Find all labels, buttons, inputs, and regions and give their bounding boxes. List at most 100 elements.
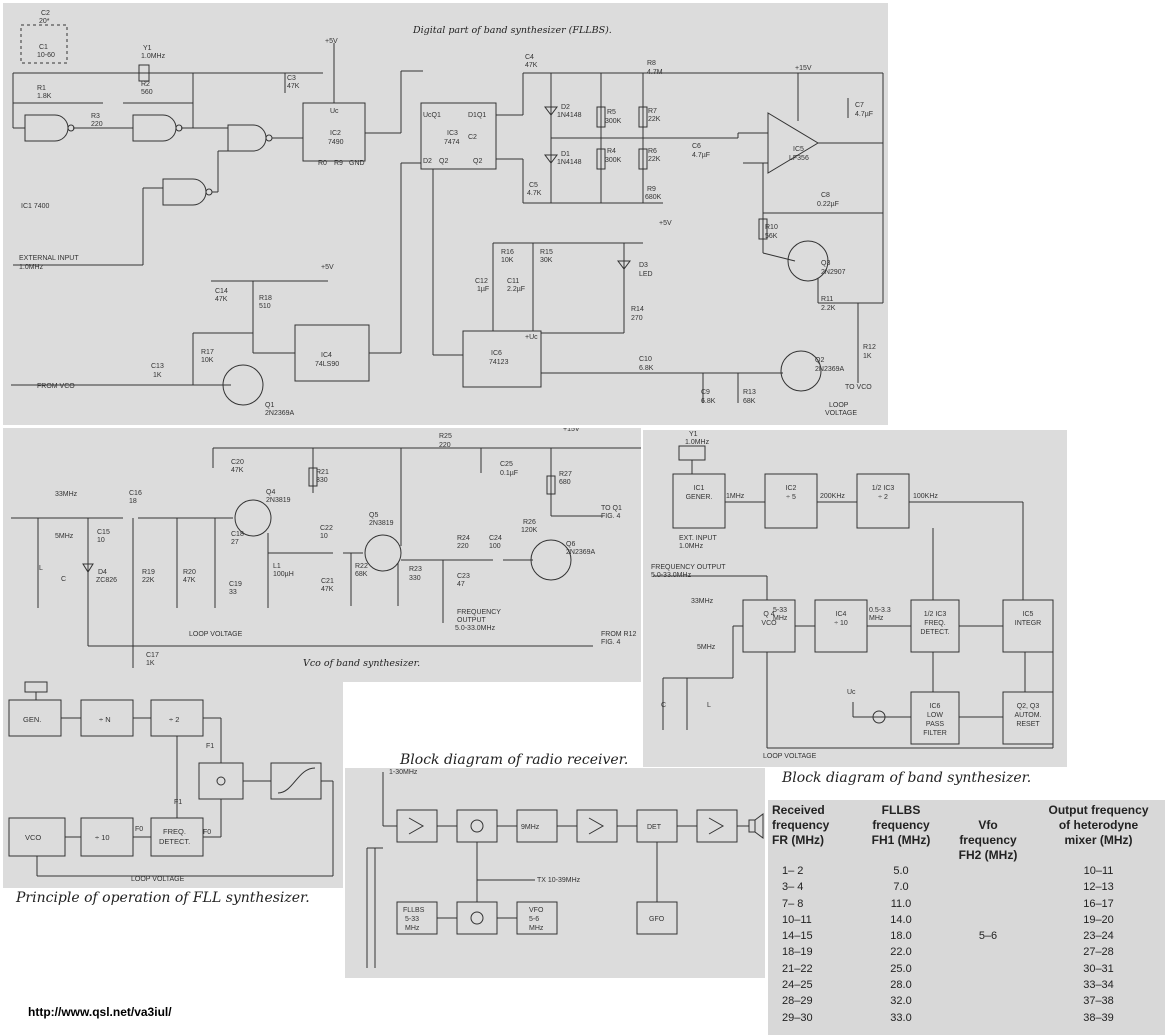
band-label: 1.0MHz [679, 543, 704, 550]
fllbs-label: 1K [153, 372, 162, 379]
vco-label: R21 [316, 469, 329, 476]
vco-label: C23 [457, 573, 470, 580]
fllbs-label: C7 [855, 102, 864, 109]
fllbs-label: C5 [529, 182, 538, 189]
fllbs-label: EXTERNAL INPUT [19, 255, 79, 262]
fll-label: F1 [174, 799, 182, 806]
fllbs-label: 74LS90 [315, 361, 339, 368]
vco-label: 220 [439, 442, 451, 449]
table-cell: 29–30 [782, 1011, 813, 1024]
fllbs-label: 680K [645, 194, 662, 201]
vco-label: 22K [142, 577, 155, 584]
fllbs-label: D1 [561, 151, 570, 158]
table-cell: 12–13 [1083, 881, 1114, 894]
table-cell [944, 879, 1032, 895]
vco-label: R24 [457, 535, 470, 542]
vco-label: 10 [320, 533, 328, 540]
fllbs-label: 220 [91, 121, 103, 128]
fllbs-label: 22K [648, 156, 661, 163]
fllbs-label: C10 [639, 356, 652, 363]
fllbs-label: UcQ1 [423, 112, 441, 119]
fllbs-label: D2 [423, 158, 432, 165]
table-cell [944, 944, 1032, 960]
band-label: MHz [869, 615, 884, 622]
fllbs-label: R14 [631, 306, 644, 313]
band-label: 200KHz [820, 493, 845, 500]
band-block-text: ÷ 2 [878, 494, 888, 501]
fllbs-label: R1 [37, 85, 46, 92]
table-cell: 21–22 [782, 962, 813, 975]
vco-label: L [39, 565, 43, 572]
vco-label: 2N2369A [566, 549, 596, 556]
fllbs-label: 10K [501, 257, 514, 264]
radio-vfo-unit: MHz [529, 925, 544, 932]
table-cell [944, 993, 1032, 1009]
fllbs-caption: Digital part of band synthesizer (FLLBS)… [412, 25, 612, 36]
band-block-text: 1/2 IC3 [924, 611, 947, 618]
table-cell: 14–15 [782, 930, 813, 943]
band-block-text: AUTOM. [1014, 712, 1041, 719]
vco-label: OUTPUT [457, 617, 487, 624]
fllbs-label: C12 [475, 278, 488, 285]
table-cell: 24–25 [782, 979, 813, 992]
fllbs-label: Q2 [815, 357, 824, 364]
fllbs-label: R7 [648, 108, 657, 115]
band-block-text: IC4 [836, 611, 847, 618]
fllbs-label: 22K [648, 116, 661, 123]
vco-label: 5MHz [55, 533, 74, 540]
fllbs-freq-header: FLLBS frequency FH1 (MHz) [871, 803, 931, 847]
vco-label: R22 [355, 563, 368, 570]
fllbs-label: C9 [701, 389, 710, 396]
vco-label: 47 [457, 581, 465, 588]
fllbs-label: C11 [507, 278, 519, 285]
fllbs-label: LOOP [829, 402, 849, 409]
fllbs-label: 30K [540, 257, 553, 264]
table-cell [944, 912, 1032, 928]
fllbs-label: +15V [795, 65, 812, 72]
band-block-ic2 [764, 473, 818, 529]
fllbs-label: C2 [41, 10, 50, 17]
table-cell: 10–11 [782, 913, 812, 926]
fllbs-label: R15 [540, 249, 553, 256]
band-block-text: LOW [927, 712, 943, 719]
table-cell: 27–28 [1083, 946, 1114, 959]
fllbs-label: 6.8K [701, 398, 716, 405]
vco-label: 1K [146, 660, 155, 667]
fllbs-label: C1 [39, 44, 48, 51]
table-cell: 25.0 [890, 962, 912, 975]
fllbs-label: 560 [141, 89, 153, 96]
band-label: EXT. INPUT [679, 535, 717, 542]
fllbs-label: 2N2907 [821, 269, 846, 276]
vfo-freq-header: Vfo frequency FH2 (MHz) [958, 818, 1018, 862]
table-cell: 37–38 [1083, 995, 1114, 1008]
fllbs-schematic: C220*C110-60Y11.0MHzR11.8KR2560R3220IC1 … [11, 10, 884, 417]
fllbs-label: 1.0MHz [141, 53, 166, 60]
fllbs-label: R6 [648, 148, 657, 155]
vco-label: 2N3819 [369, 520, 394, 527]
band-label: 0.5-3.3 [869, 607, 891, 614]
table-cell [944, 896, 1032, 912]
fllbs-label: R4 [607, 148, 616, 155]
radio-vfo-range: 5-6 [529, 916, 539, 923]
vco-label: C24 [489, 535, 502, 542]
band-block-text: FREQ. [924, 620, 945, 627]
band-block-text: ÷ 10 [834, 620, 848, 627]
source-url[interactable]: http://www.qsl.net/va3iul/ [28, 1005, 172, 1019]
fllbs-label: FROM VCO [37, 383, 75, 390]
band-block-ic4 [814, 599, 868, 653]
band-block-text: GENER. [686, 494, 713, 501]
vco-label: +15V [563, 428, 580, 433]
table-cell: 18–19 [782, 946, 813, 959]
vco-label: TO Q1 [601, 505, 622, 512]
fllbs-label: R8 [647, 60, 656, 67]
vco-label: 100 [489, 543, 501, 550]
fllbs-label: D3 [639, 262, 648, 269]
fll-label: F1 [206, 743, 214, 750]
